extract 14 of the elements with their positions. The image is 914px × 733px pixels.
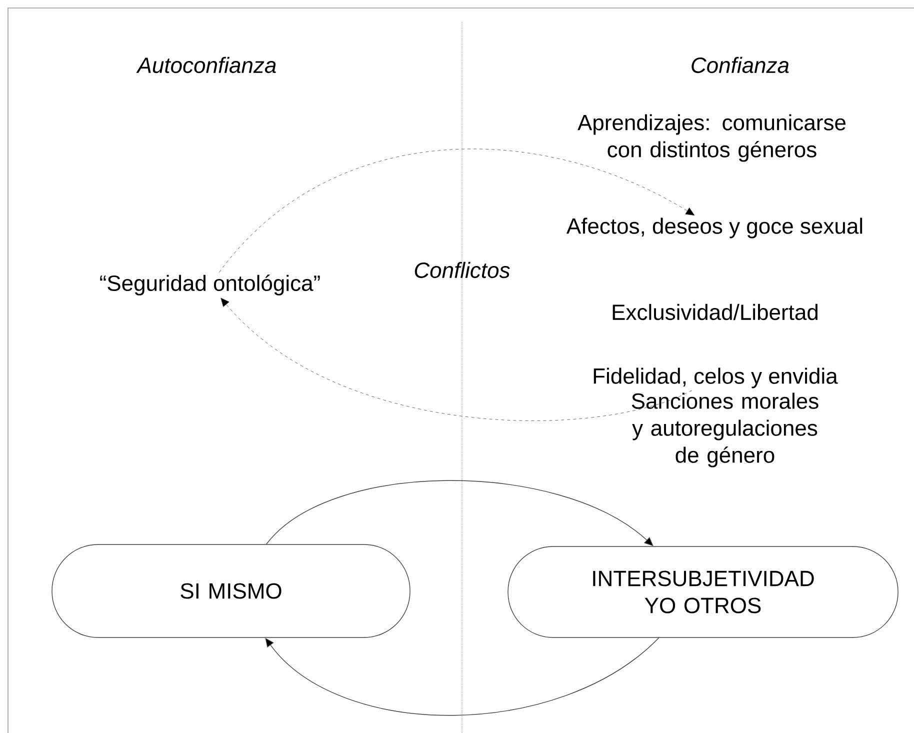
arrow — [218, 148, 695, 273]
label-text: Aprendizajes: comunicarse con distintos géneros — [578, 114, 846, 162]
heading: Autoconfianza — [136, 56, 276, 74]
conflict-label: Conflictos — [414, 262, 510, 278]
node-text: Afectos, deseos y goce sexual — [566, 218, 862, 238]
label-text: Exclusividad/Libertad — [612, 304, 818, 320]
rounded-box: INTERSUBJETIVIDAD YO OTROS — [508, 546, 898, 638]
arrow — [265, 638, 660, 716]
label-text: Sanciones morales y autoregulaciones de género — [632, 392, 818, 468]
node-text: Fidelidad, celos y envidia — [594, 368, 838, 388]
rounded-box: SI MISMO — [52, 544, 410, 638]
node-text: “Seguridad ontológica” — [100, 274, 320, 296]
arrow — [220, 298, 692, 421]
heading: Confianza — [692, 56, 789, 74]
